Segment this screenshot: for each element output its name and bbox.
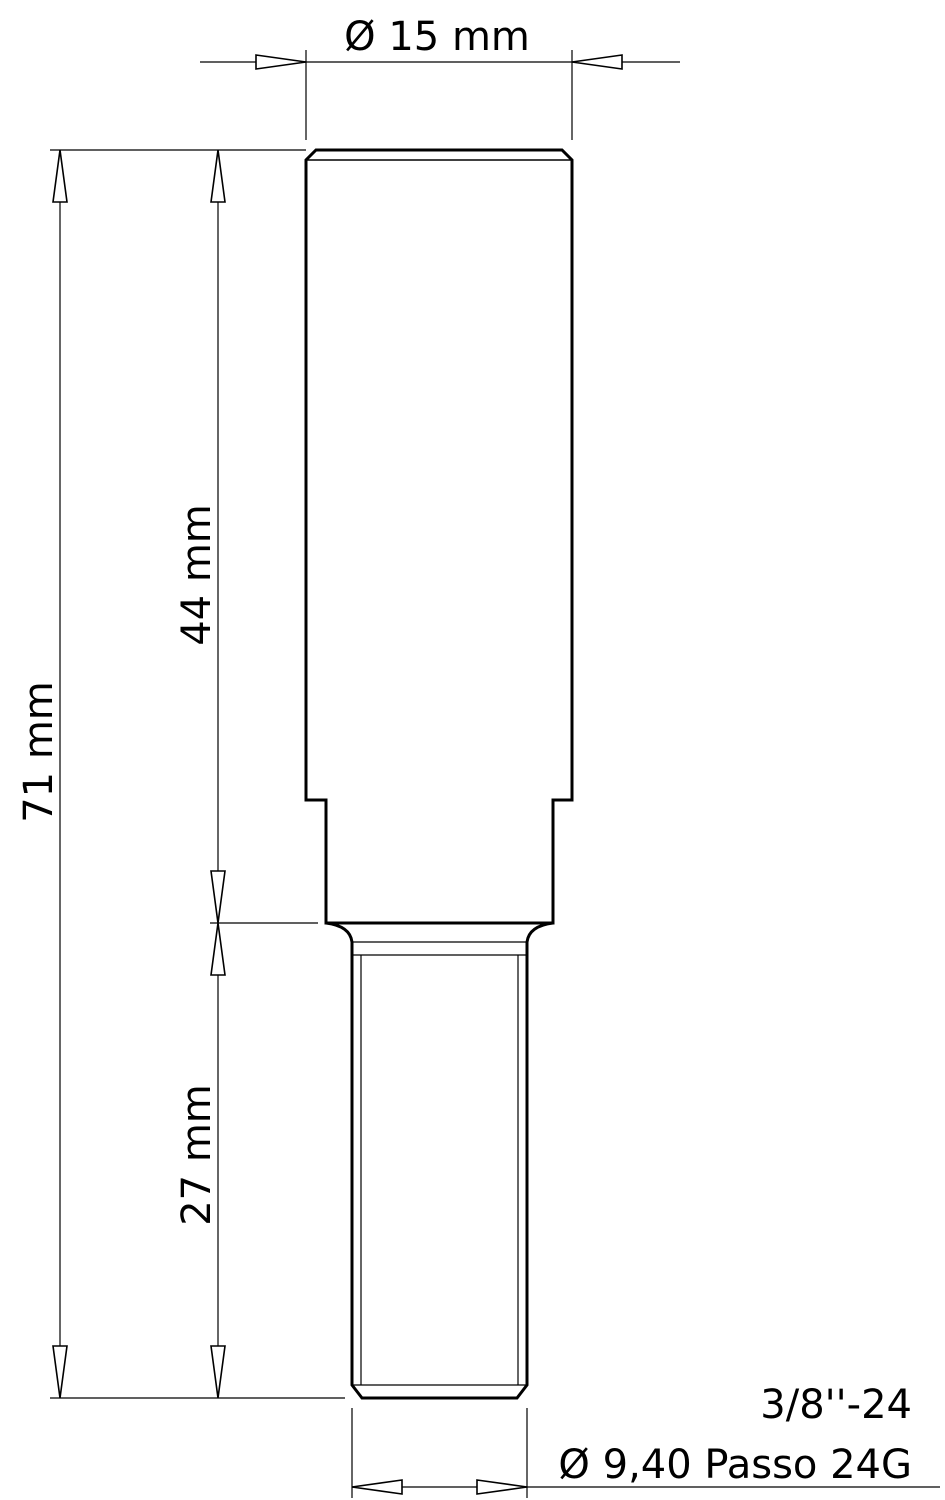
arrow-up-icon: [210, 149, 226, 203]
arrow-right-icon: [476, 1479, 528, 1495]
thread-diameter-dimension: 3/8''-24 Ø 9,40 Passo 24G: [351, 1382, 940, 1498]
arrow-right-icon: [255, 54, 307, 70]
part-outline: [304, 148, 574, 1400]
arrow-left-icon: [571, 54, 623, 70]
upper-shaft-outline: [304, 148, 574, 925]
arrow-down-icon: [210, 1345, 226, 1399]
upper-length-dimension: 44 mm: [174, 149, 318, 924]
arrow-up-icon: [210, 922, 226, 976]
thread-length-label: 27 mm: [174, 1084, 220, 1226]
upper-length-label: 44 mm: [174, 504, 220, 646]
arrow-left-icon: [351, 1479, 403, 1495]
arrow-up-icon: [52, 149, 68, 203]
thread-diameter-label: Ø 9,40 Passo 24G: [558, 1442, 912, 1488]
thread-length-dimension: 27 mm: [174, 922, 226, 1399]
neck-outline: [325, 921, 554, 943]
thread-spec-label: 3/8''-24: [760, 1382, 912, 1428]
diameter-top-label: Ø 15 mm: [344, 14, 530, 60]
total-length-dimension: 71 mm: [16, 149, 345, 1399]
diameter-top-dimension: Ø 15 mm: [200, 14, 680, 140]
arrow-down-icon: [52, 1345, 68, 1399]
arrow-down-icon: [210, 870, 226, 924]
thread-stud-outline: [350, 942, 529, 1400]
total-length-label: 71 mm: [16, 681, 62, 823]
